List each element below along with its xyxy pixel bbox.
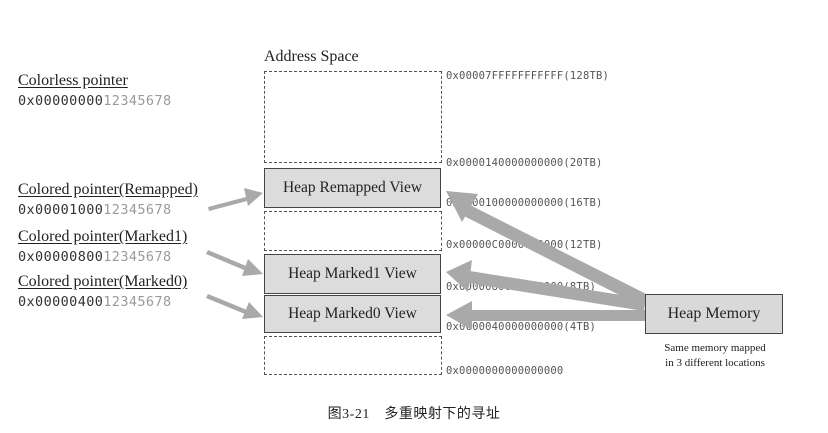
pointer-label-remapped: Colored pointer(Remapped)	[18, 181, 198, 198]
address-label-0: 0x0000000000000000	[446, 365, 564, 377]
arrow-heap-to-marked0	[446, 301, 645, 330]
address-label-4tb: 0x0000040000000000(4TB)	[446, 321, 596, 333]
heap-marked1-view: Heap Marked1 View	[264, 254, 441, 294]
arrow-heap-to-marked1	[446, 260, 646, 311]
address-region-lower	[264, 336, 442, 375]
arrow-heap-to-remapped	[446, 191, 650, 307]
pointer-label-marked0: Colored pointer(Marked0)	[18, 273, 188, 290]
address-label-128tb: 0x00007FFFFFFFFFFF(128TB)	[446, 70, 610, 82]
address-region-middle	[264, 211, 442, 251]
pointer-value-remapped: 0x0000100012345678	[18, 202, 172, 218]
arrow-remapped-pointer	[208, 188, 263, 211]
pointer-value-marked1: 0x0000080012345678	[18, 249, 172, 265]
heap-memory-box: Heap Memory	[645, 294, 783, 334]
figure-caption: 图3-21 多重映射下的寻址	[327, 407, 501, 422]
pointer-label-marked1: Colored pointer(Marked1)	[18, 228, 188, 245]
address-region-upper	[264, 71, 442, 163]
heap-remapped-view: Heap Remapped View	[264, 168, 441, 208]
heap-marked0-view: Heap Marked0 View	[264, 295, 441, 333]
heap-memory-note: Same memory mapped in 3 different locati…	[664, 342, 766, 369]
address-label-20tb: 0x0000140000000000(20TB)	[446, 157, 603, 169]
pointer-label-colorless: Colorless pointer	[18, 72, 128, 89]
address-space-title: Address Space	[264, 48, 359, 65]
pointer-value-colorless: 0x0000000012345678	[18, 93, 172, 109]
address-label-16tb: 0x0000100000000000(16TB)	[446, 197, 603, 209]
arrow-marked1-pointer	[206, 250, 263, 276]
pointer-value-marked0: 0x0000040012345678	[18, 294, 172, 310]
arrow-marked0-pointer	[206, 294, 263, 319]
